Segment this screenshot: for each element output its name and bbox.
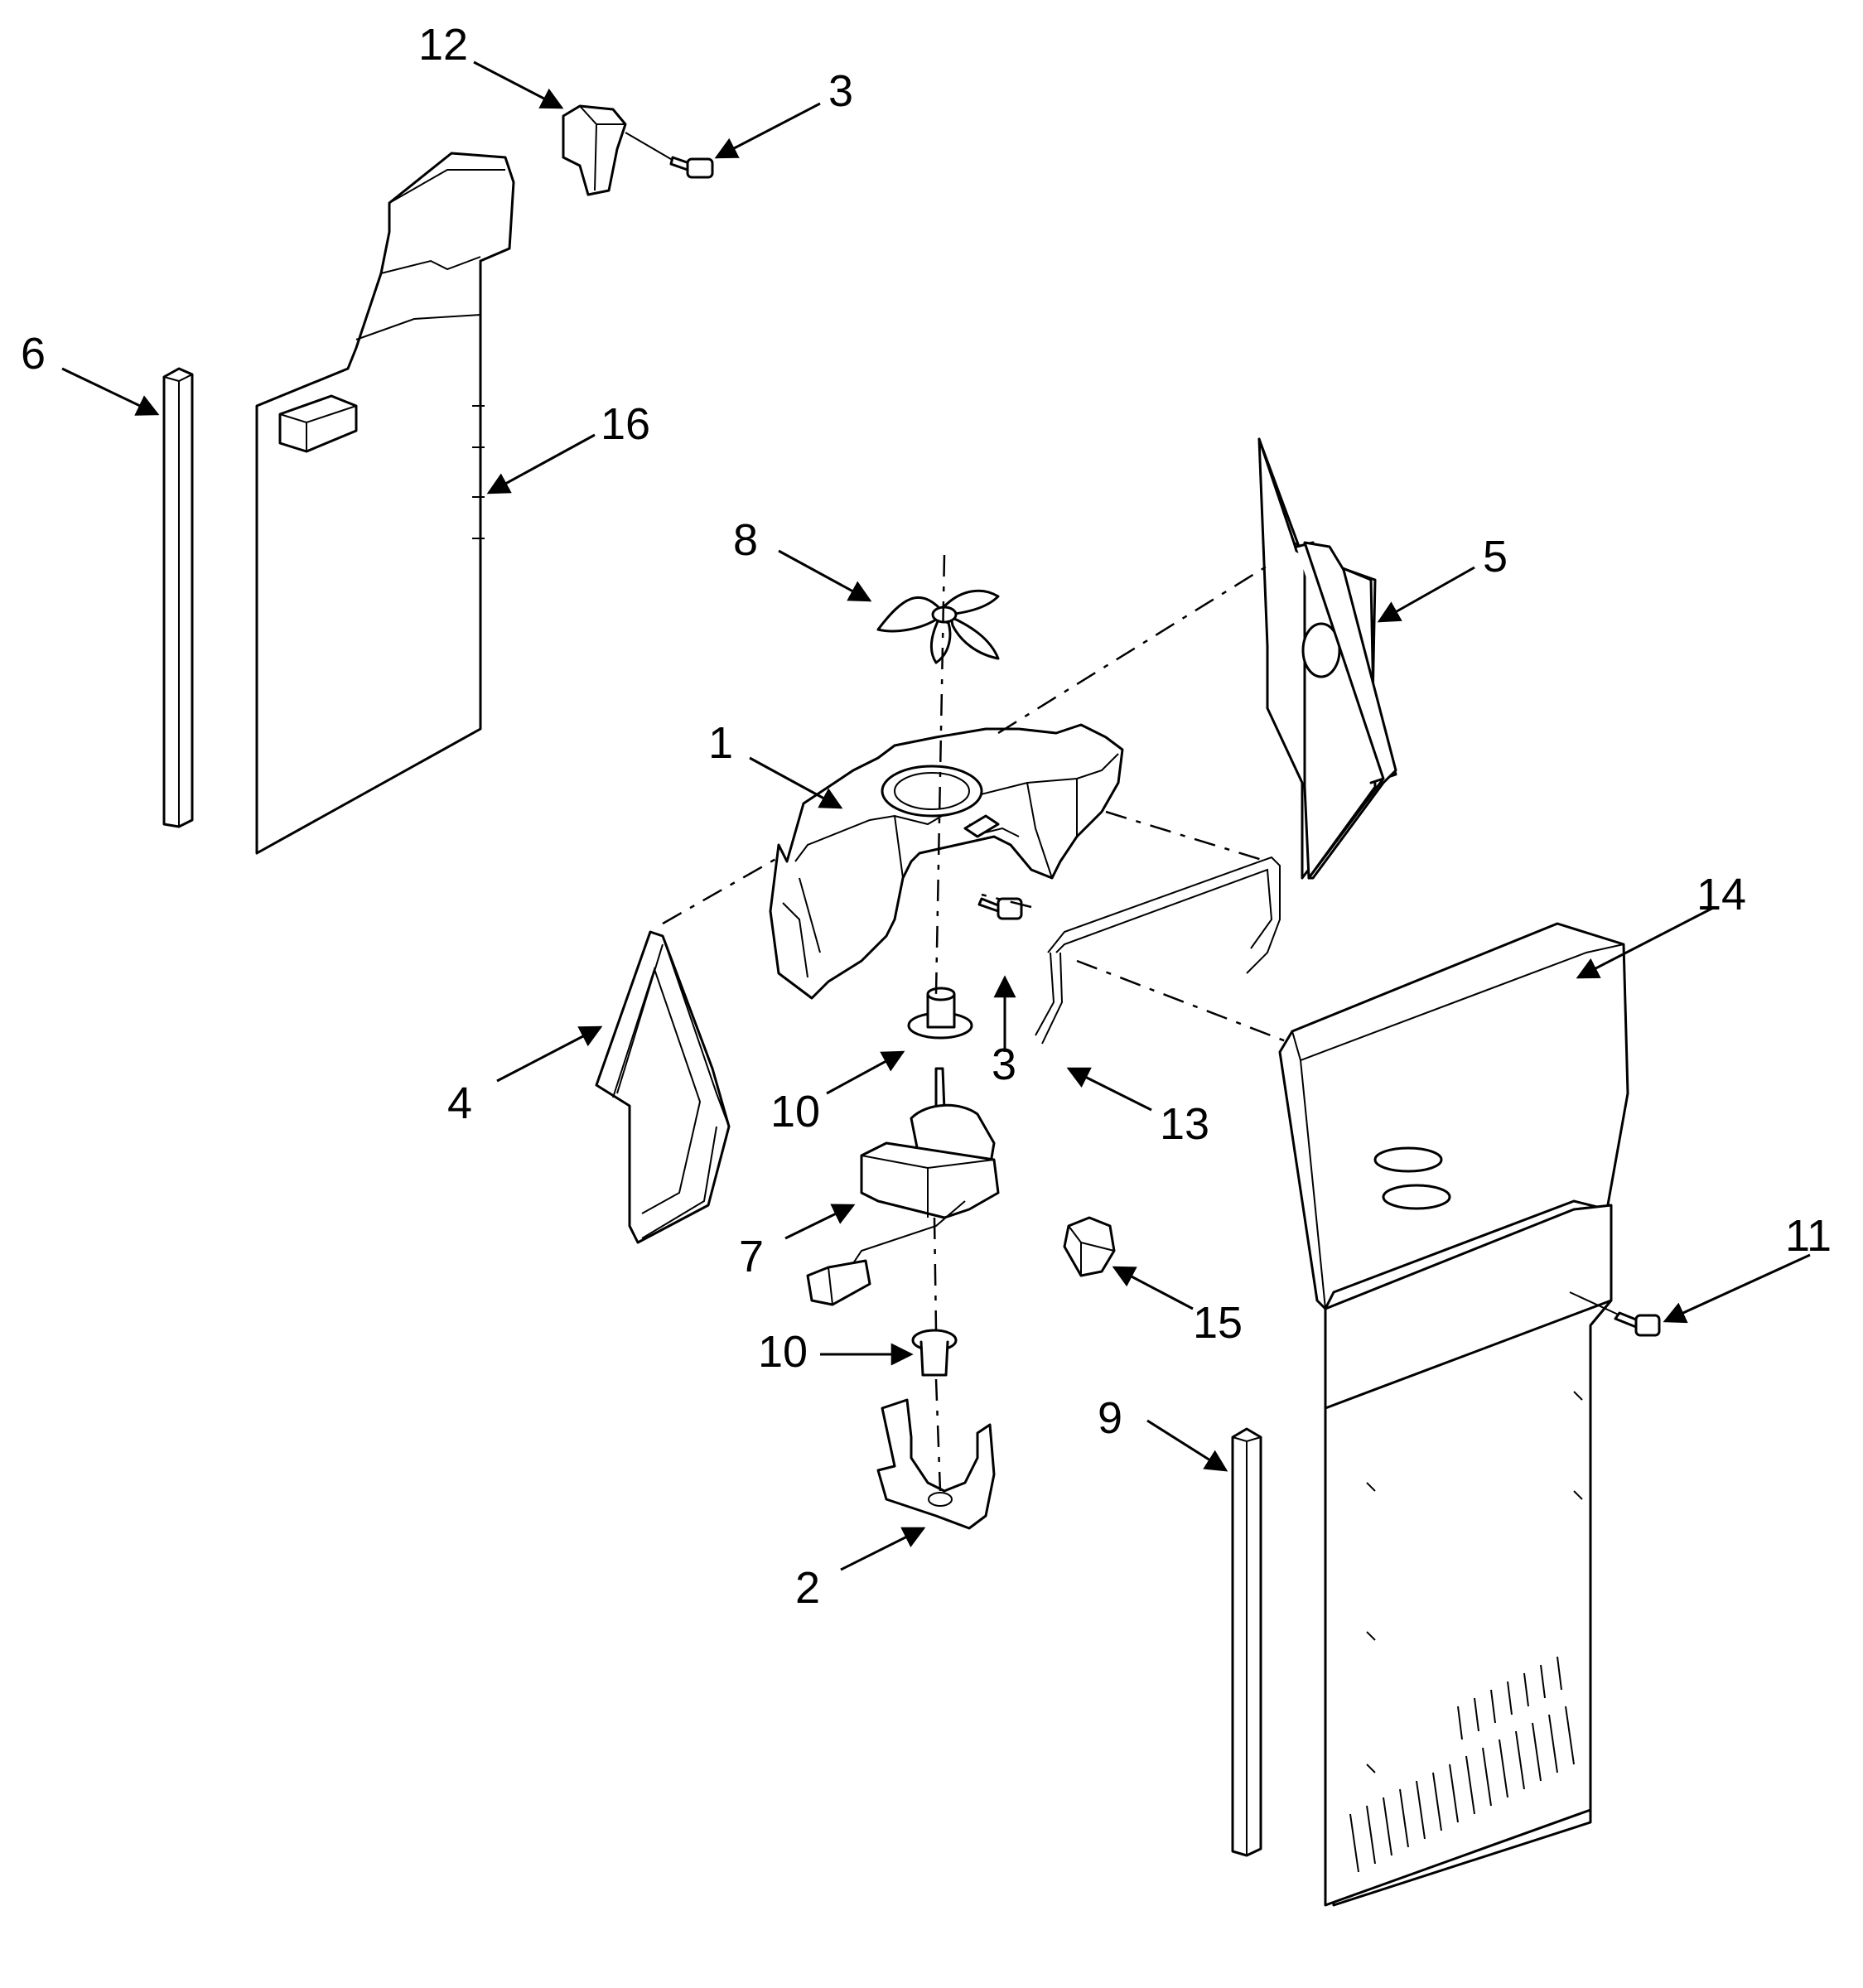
callout-16: 16 [601,399,650,449]
part-8-fan-blade [876,589,1000,664]
part-12-leader-line [625,132,676,162]
part-13-wire-harness [1035,856,1281,1045]
callout-9: 9 [1098,1393,1122,1443]
part-5-edge [1303,541,1397,880]
callout-12: 12 [418,20,468,70]
callout-1: 1 [708,718,733,768]
part-9-seal-strip [1231,1427,1262,1857]
part-2-motor-bracket [876,1398,996,1530]
part-14-rear-cover [1278,922,1629,1907]
part-6-seal-strip [162,367,194,828]
part-4-side-bracket [595,930,731,1244]
callout-4: 4 [447,1078,472,1128]
callout-3-top: 3 [828,66,853,116]
callout-labels: 12 3 6 16 8 5 1 14 4 3 10 13 7 11 15 10 … [21,20,1832,1613]
callout-11: 11 [1785,1211,1832,1261]
alignment-lines [662,554,1293,1492]
part-5-side-bracket [1257,437,1397,880]
part-10-grommet-upper [907,987,973,1040]
callout-15: 15 [1193,1298,1243,1348]
callout-14: 14 [1696,870,1746,919]
callout-leaders [61,60,1811,1571]
part-16-air-duct-panel [255,152,515,855]
callout-10-lower: 10 [758,1327,808,1377]
callout-13: 13 [1160,1099,1209,1149]
part-7-fan-motor [806,1067,1000,1306]
part-3-screw-middle [977,897,1023,920]
callout-7: 7 [739,1232,764,1281]
part-12-cap [562,104,627,196]
callout-10-upper: 10 [770,1087,820,1136]
part-10-grommet-lower [911,1329,958,1377]
part-15-clip [1063,1216,1116,1277]
part-11-screw [1569,1291,1661,1337]
callout-8: 8 [733,515,758,565]
callout-6: 6 [21,329,46,379]
part-1-fan-housing [769,723,1124,1000]
part-3-screw-top [669,156,714,179]
callout-5: 5 [1483,532,1508,581]
callout-2: 2 [795,1563,820,1613]
callout-3-middle: 3 [992,1040,1016,1089]
